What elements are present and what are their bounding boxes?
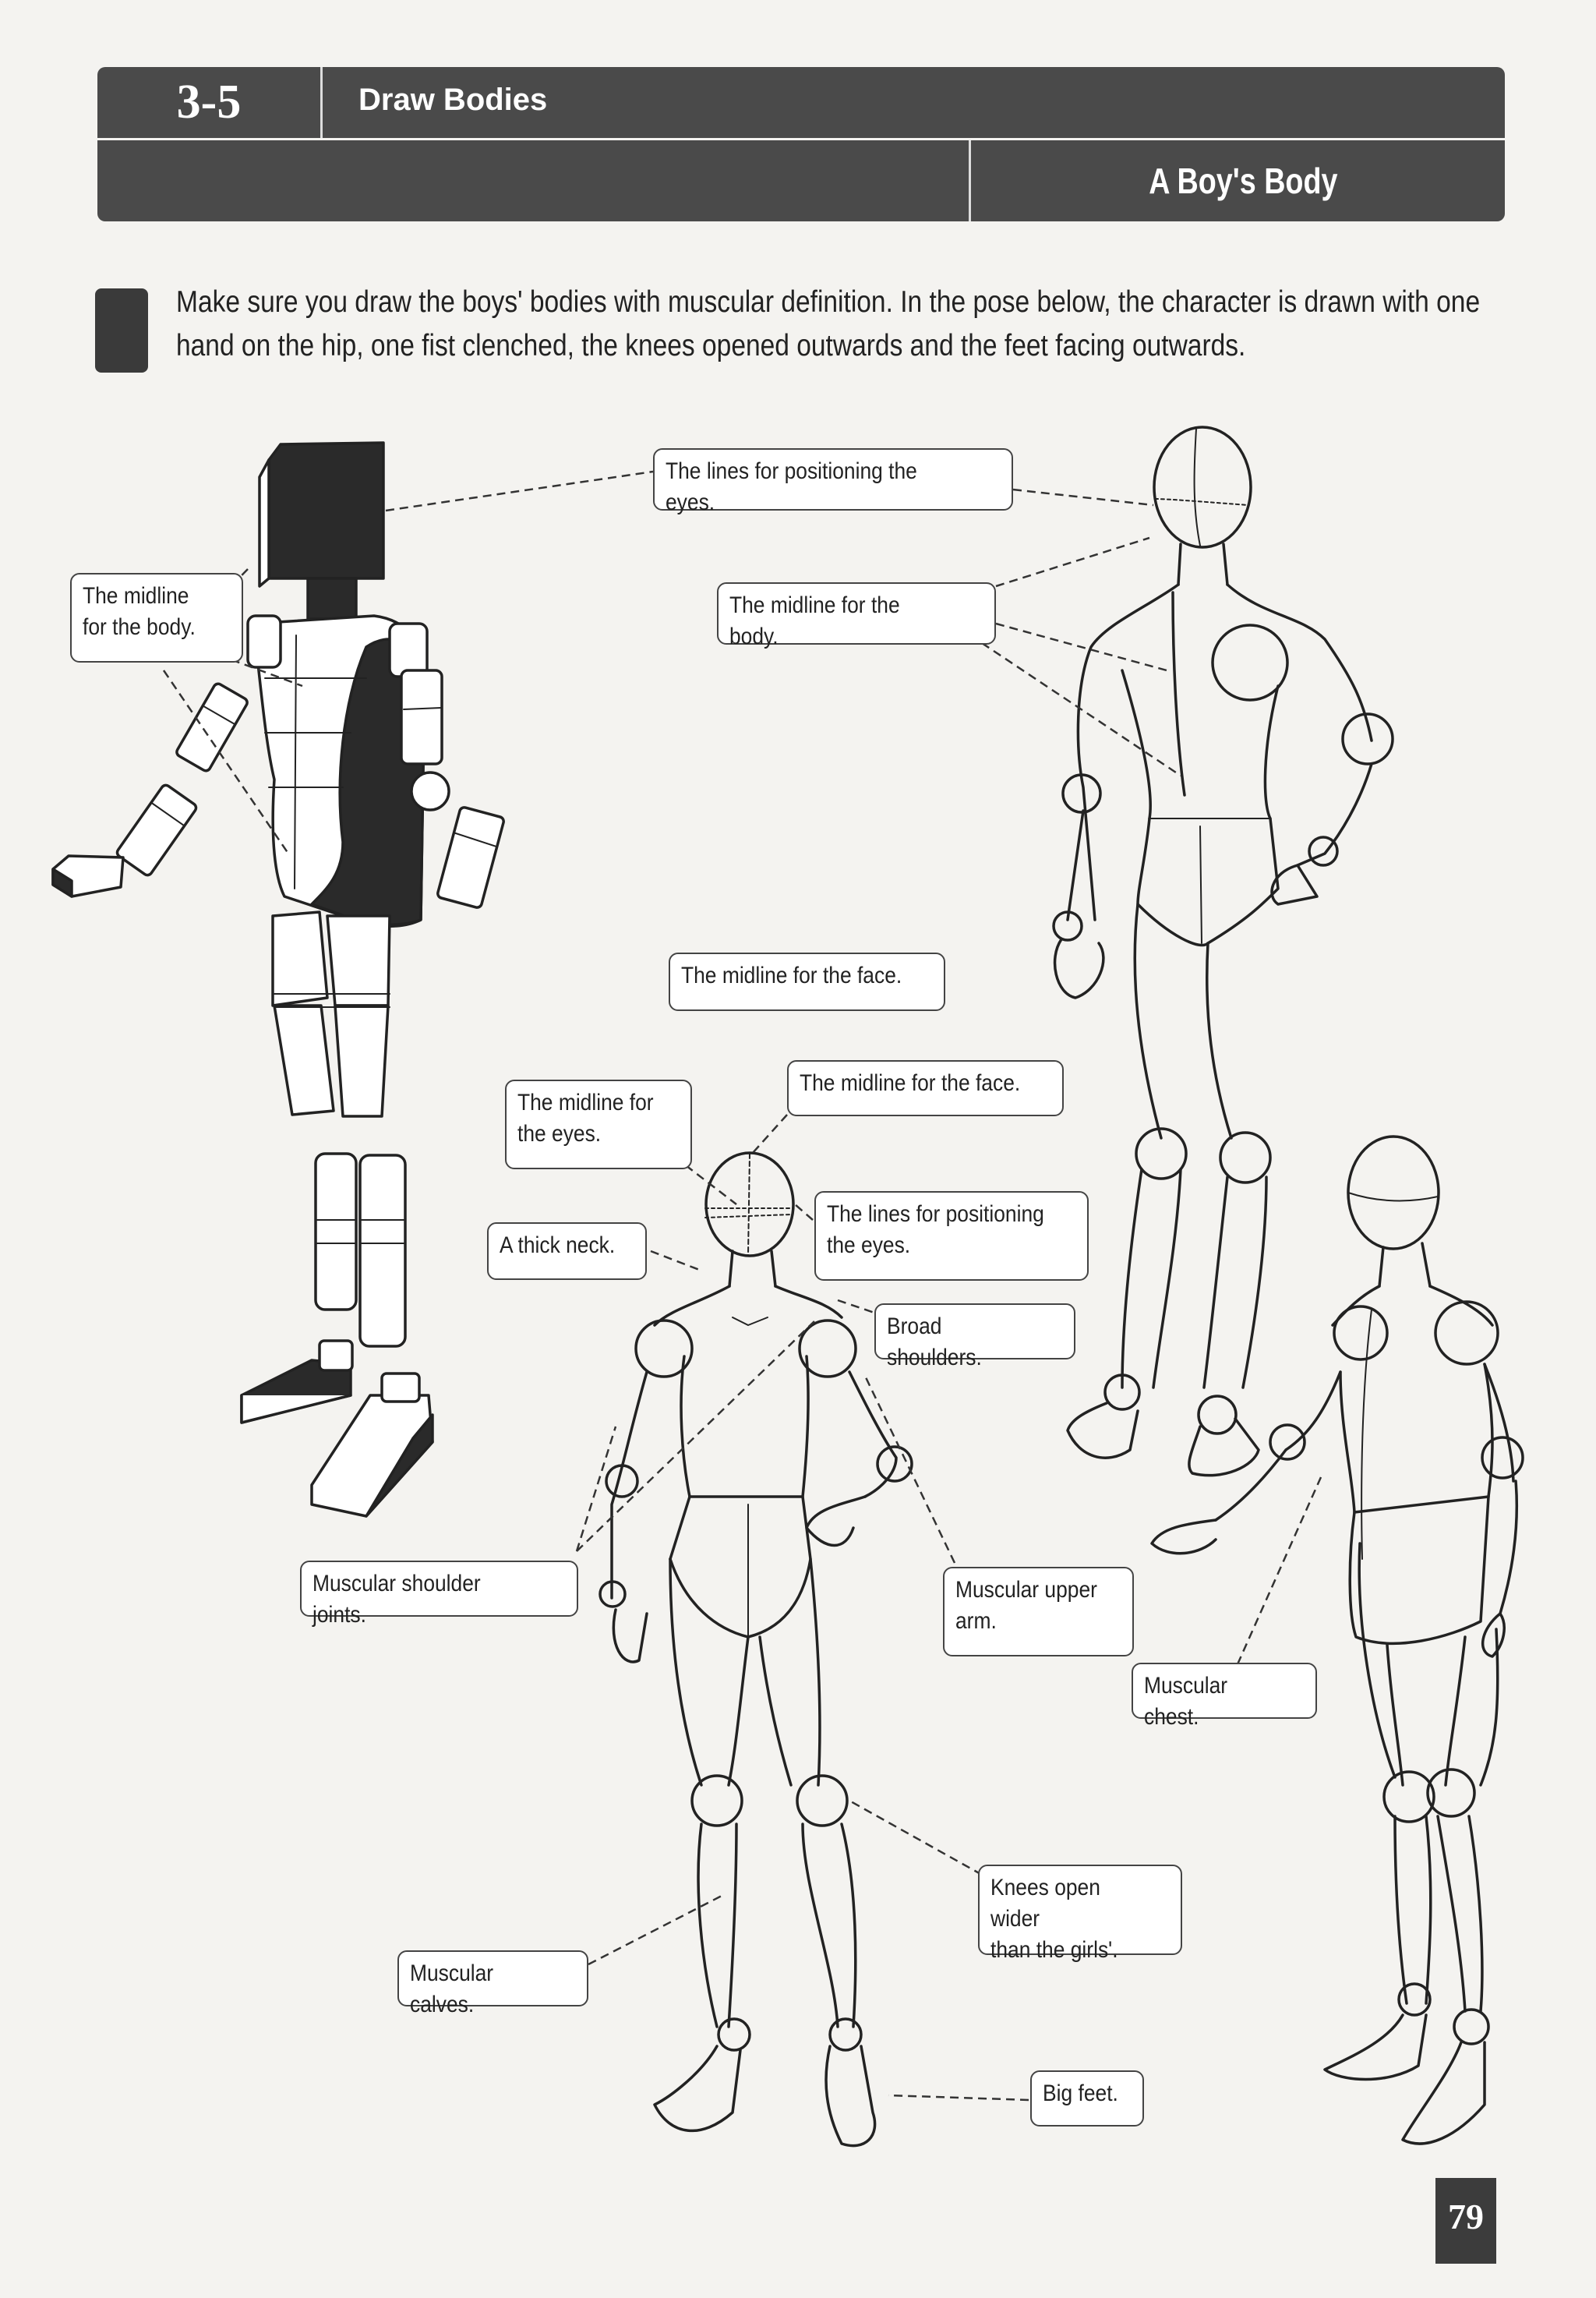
- callout-knees: Knees open wider than the girls'.: [978, 1865, 1182, 1963]
- callout-midline-body-right: The midline for the body.: [717, 582, 996, 649]
- intro-paragraph: Make sure you draw the boys' bodies with…: [176, 285, 1481, 362]
- callout-big-feet: Big feet.: [1030, 2070, 1144, 2127]
- back-view-figure: [1052, 426, 1394, 1477]
- page-number: 79: [1435, 2178, 1496, 2264]
- intro-bullet-marker: [95, 288, 148, 373]
- block-figure: [51, 441, 505, 1518]
- callout-midline-eyes: The midline for the eyes.: [505, 1080, 692, 1169]
- front-center-figure: [598, 1151, 913, 2148]
- callout-chest: Muscular chest.: [1132, 1663, 1317, 1730]
- callout-midline-face-1: The midline for the face.: [669, 953, 945, 1011]
- subtitle-divider: [969, 140, 971, 221]
- callout-upper-arm: Muscular upper arm.: [943, 1567, 1134, 1656]
- callout-thick-neck: A thick neck.: [487, 1222, 647, 1280]
- chapter-header-bar: 3-5 Draw Bodies: [97, 67, 1505, 138]
- callout-eye-lines-top: The lines for positioning the eyes.: [653, 448, 1013, 515]
- callout-midline-face-2: The midline for the face.: [787, 1060, 1064, 1116]
- callout-broad-shoulders: Broad shoulders.: [874, 1303, 1075, 1370]
- section-number: 3-5: [97, 67, 323, 138]
- callout-midline-body-left: The midline for the body.: [70, 573, 243, 663]
- subtitle-bar: A Boy's Body: [97, 140, 1505, 221]
- callout-shoulder-joints: Muscular shoulder joints.: [300, 1561, 578, 1628]
- three-quarter-figure: [1150, 1135, 1524, 2145]
- section-title: Draw Bodies: [358, 83, 548, 117]
- page-subtitle: A Boy's Body: [1148, 161, 1337, 201]
- callout-calves: Muscular calves.: [397, 1950, 588, 2017]
- callout-eye-lines-center: The lines for positioning the eyes.: [814, 1191, 1089, 1281]
